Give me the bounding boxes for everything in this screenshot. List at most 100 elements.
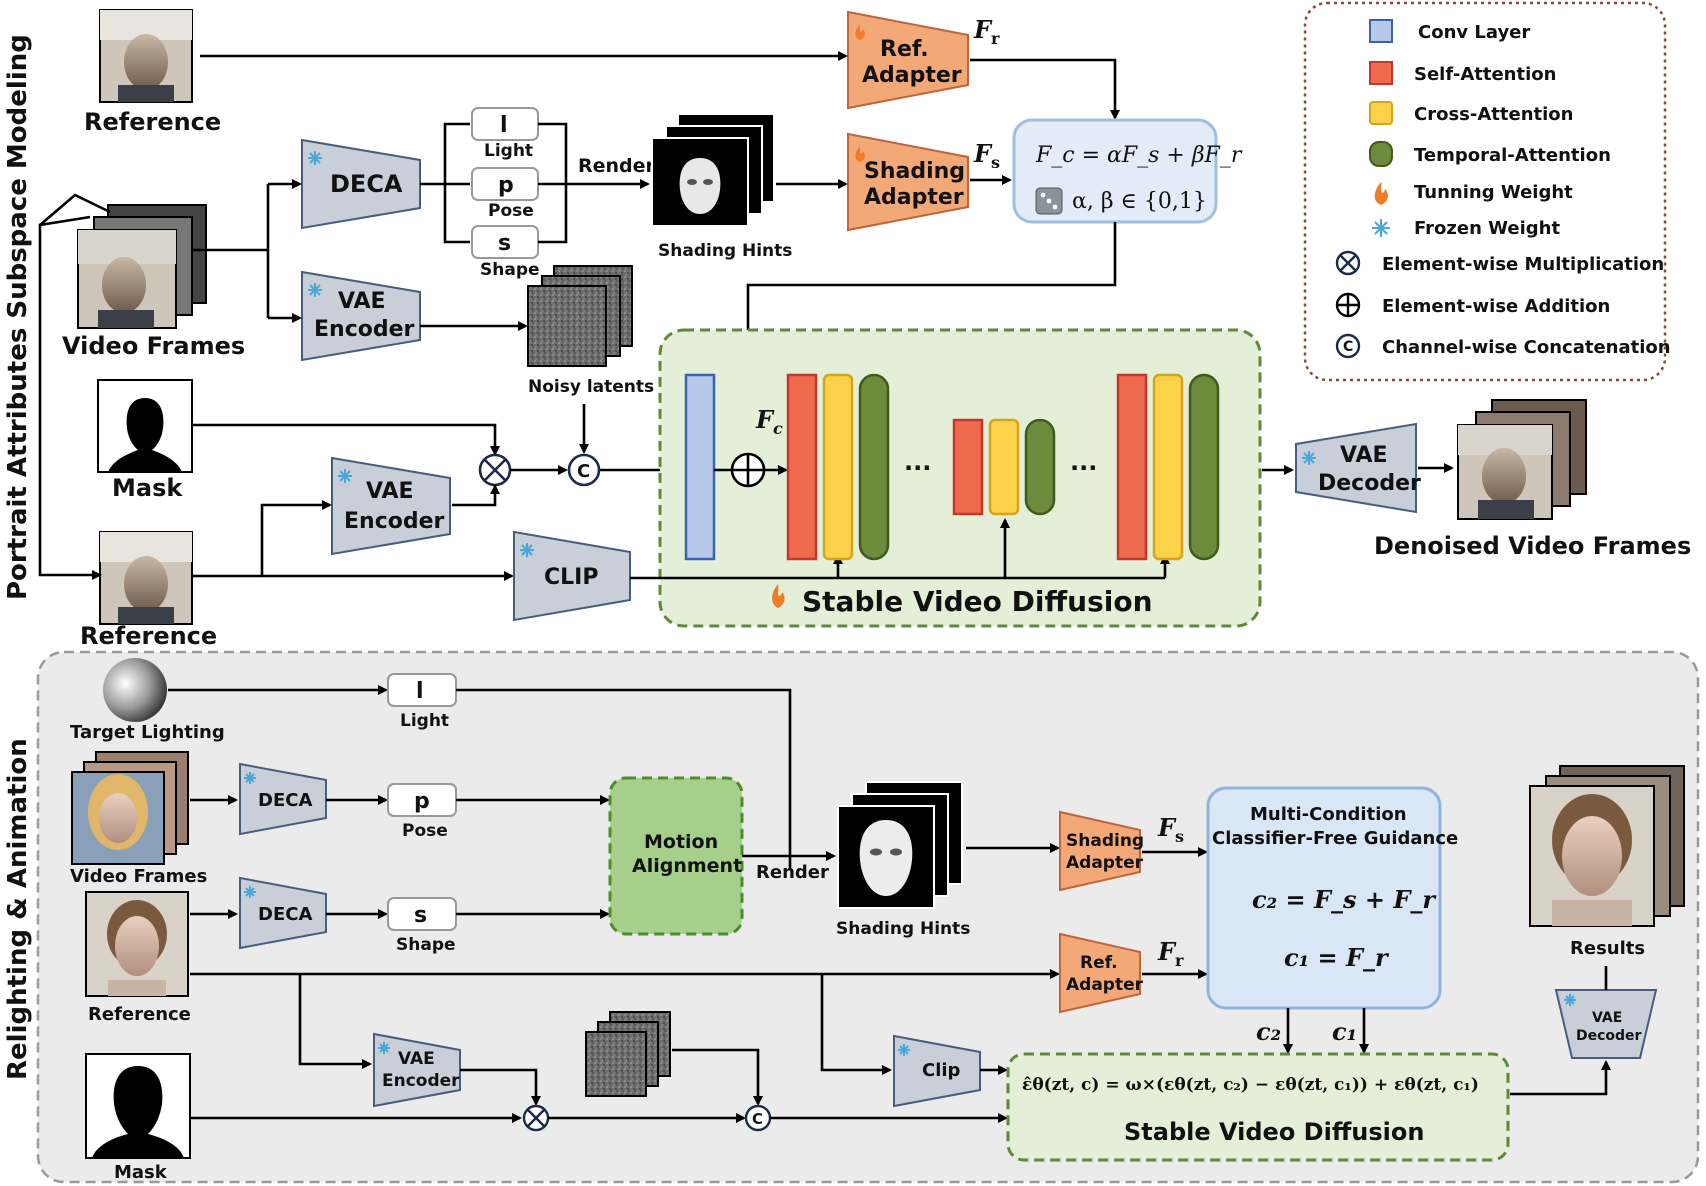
motion-alignment-line1: Motion xyxy=(644,831,718,853)
shape-label-top: Shape xyxy=(480,260,540,280)
ref-adapter-top-line1: Ref. xyxy=(880,37,929,62)
vae-encoder-top-a xyxy=(301,270,421,362)
cross-attention-block-1 xyxy=(822,373,854,561)
vae-encoder-top-b xyxy=(331,456,451,556)
temporal-attention-block-3 xyxy=(1188,373,1220,561)
vae-decoder-top-line2: Decoder xyxy=(1318,471,1421,496)
snowflake-icon xyxy=(338,469,352,483)
vae-encoder-a-line1: VAE xyxy=(338,289,386,314)
fr-label-top: Fr xyxy=(973,15,1000,48)
dice-icon xyxy=(1035,187,1063,215)
legend-label-self-attention: Self-Attention xyxy=(1414,64,1556,85)
bracket-line xyxy=(39,193,111,226)
fr-label-bottom: Fr xyxy=(1157,937,1184,970)
deca-bottom-b xyxy=(239,876,327,950)
temporal-attention-block-2 xyxy=(1024,418,1056,516)
shading-adapter-bottom xyxy=(1059,810,1141,892)
vae-encoder-bottom xyxy=(373,1032,461,1108)
snowflake-icon xyxy=(1302,451,1316,465)
vae-encoder-b-line2: Encoder xyxy=(344,509,445,534)
ref-adapter-bottom-line1: Ref. xyxy=(1080,953,1118,973)
svd-bottom-eq: ε̂θ(zt, c) = ω×(εθ(zt, c₂) − εθ(zt, c₁))… xyxy=(1022,1075,1479,1095)
legend-label-mult: Element-wise Multiplication xyxy=(1382,254,1664,275)
deca-top-label: DECA xyxy=(330,170,403,198)
shading-adapter-bottom-line2: Adapter xyxy=(1066,853,1144,873)
noisy-latents-bottom xyxy=(585,1011,671,1097)
otimes-icon xyxy=(1335,250,1361,276)
noisy-latents-label: Noisy latents xyxy=(528,377,654,397)
clip-top xyxy=(513,530,631,622)
pose-letter-top: p xyxy=(498,173,514,198)
pose-label-bottom: Pose xyxy=(402,821,448,841)
shading-adapter-top xyxy=(847,132,969,232)
vae-decoder-bottom-line1: VAE xyxy=(1592,1010,1622,1026)
legend-swatch-cross-attention xyxy=(1369,101,1393,125)
vae-encoder-bottom-line1: VAE xyxy=(398,1049,435,1069)
ref-adapter-bottom-line2: Adapter xyxy=(1066,975,1144,995)
snowflake-icon xyxy=(378,1042,390,1054)
reference-image-bottom xyxy=(85,891,189,997)
snowflake-icon xyxy=(244,886,256,898)
pose-letter-bottom: p xyxy=(414,789,430,814)
mask-image-top xyxy=(97,379,193,473)
legend-swatch-temporal-attention xyxy=(1369,141,1393,167)
light-letter-bottom: l xyxy=(416,679,424,704)
mask-image-bottom xyxy=(85,1053,191,1159)
target-lighting-label: Target Lighting xyxy=(70,722,225,743)
legend-label-frozen: Frozen Weight xyxy=(1414,218,1560,239)
fs-label-bottom: Fs xyxy=(1157,813,1184,846)
mcg-box xyxy=(1206,786,1442,1010)
shading-hints-top xyxy=(651,113,775,227)
snowflake-icon xyxy=(244,772,256,784)
svg-text:C: C xyxy=(577,461,590,482)
shading-adapter-top-line1: Shading xyxy=(864,159,965,184)
concat-node-top: C xyxy=(567,453,601,487)
otimes-node-bottom xyxy=(522,1104,550,1132)
reference-top2-label: Reference xyxy=(80,622,217,650)
fusion-eq1: F_c = αF_s + βF_r xyxy=(1035,143,1243,168)
shading-adapter-top-line2: Adapter xyxy=(864,185,964,210)
ref-adapter-bottom xyxy=(1059,932,1141,1014)
vae-decoder-top xyxy=(1295,422,1417,514)
deca-top xyxy=(301,138,421,230)
denoised-frames xyxy=(1457,399,1587,520)
fusion-eq2: α, β ∈ {0,1} xyxy=(1072,189,1207,214)
video-frames-bottom xyxy=(71,751,189,865)
snowflake-icon xyxy=(520,543,534,557)
pose-label-top: Pose xyxy=(488,201,534,221)
self-attention-block-3 xyxy=(1116,373,1148,561)
denoised-label: Denoised Video Frames xyxy=(1374,532,1691,560)
svd-top-label: Stable Video Diffusion xyxy=(802,585,1153,618)
cross-attention-block-3 xyxy=(1152,373,1184,561)
light-label-bottom: Light xyxy=(400,711,449,731)
c2-label: c₂ xyxy=(1256,1017,1281,1046)
mcg-eq2: c₁ = F_r xyxy=(1284,943,1390,972)
render-bottom-label: Render xyxy=(756,862,829,883)
ref-adapter-top xyxy=(847,10,969,110)
lighting-sphere xyxy=(103,658,167,722)
mask-bottom-label: Mask xyxy=(114,1162,168,1183)
noisy-latents-top xyxy=(527,265,633,367)
light-letter-top: l xyxy=(500,113,508,138)
c1-label: c₁ xyxy=(1332,1017,1357,1046)
shading-adapter-bottom-line1: Shading xyxy=(1066,831,1144,851)
results-label: Results xyxy=(1570,938,1645,959)
snowflake-icon xyxy=(1564,994,1576,1006)
self-attention-block-1 xyxy=(786,373,818,561)
side-label-top: Portrait Attributes Subspace Modeling xyxy=(3,34,33,600)
concat-node-bottom: C xyxy=(744,1104,772,1132)
vae-decoder-bottom-line2: Decoder xyxy=(1576,1028,1642,1044)
ellipsis-1: ... xyxy=(904,448,931,476)
mcg-eq1: c₂ = F_s + F_r xyxy=(1252,885,1437,914)
snowflake-icon xyxy=(1372,219,1390,237)
self-attention-block-2 xyxy=(952,418,984,516)
fc-label: Fc xyxy=(755,405,783,438)
vae-encoder-a-line2: Encoder xyxy=(314,317,415,342)
deca-bottom-b-label: DECA xyxy=(258,904,312,925)
deca-bottom-a-label: DECA xyxy=(258,790,312,811)
otimes-node-top xyxy=(478,453,512,487)
clip-top-label: CLIP xyxy=(544,565,598,590)
render-top-label: Render xyxy=(578,155,656,177)
shape-letter-bottom: s xyxy=(414,903,427,928)
snowflake-icon xyxy=(308,151,322,165)
